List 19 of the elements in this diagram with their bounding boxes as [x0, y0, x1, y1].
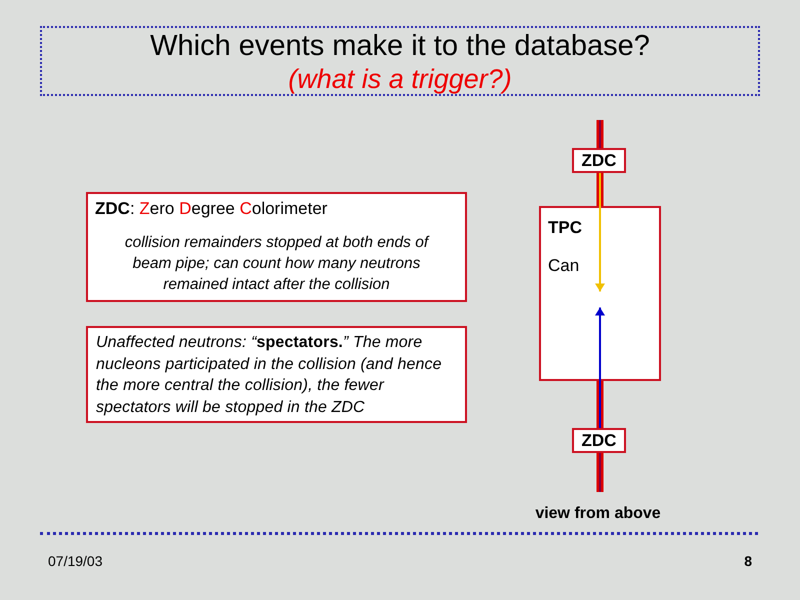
detector-name: TPC	[548, 218, 582, 238]
detector-box	[572, 428, 626, 453]
detector-name: ZDC	[580, 431, 618, 451]
box-description: collision remainders stopped at both ends of beam pipe; can count how many neutrons remained intact after the collision	[124, 233, 430, 295]
note-text: Unaffected neutrons: “spectators.” The more nucleons participated in the collision (and hence the more central the collision), the fewer spectators will be stopped in the ZDC	[96, 333, 443, 418]
slide-title: Which events make it to the database?	[149, 30, 651, 63]
view-caption: view from above	[534, 505, 662, 523]
note-box	[86, 326, 467, 423]
definition-box	[86, 192, 467, 302]
detector-label: Can	[548, 256, 580, 276]
arrow	[595, 173, 605, 292]
page-number: 8	[743, 553, 752, 569]
slide-subtitle: (what is a trigger?)	[287, 64, 513, 95]
arrow	[595, 308, 605, 428]
detector-box	[572, 148, 626, 173]
detector-name: ZDC	[580, 151, 618, 171]
detector-box	[539, 206, 661, 381]
box-heading: ZDC: Zero Degree Colorimeter	[95, 199, 328, 219]
date-text: 07/19/03	[48, 553, 102, 569]
